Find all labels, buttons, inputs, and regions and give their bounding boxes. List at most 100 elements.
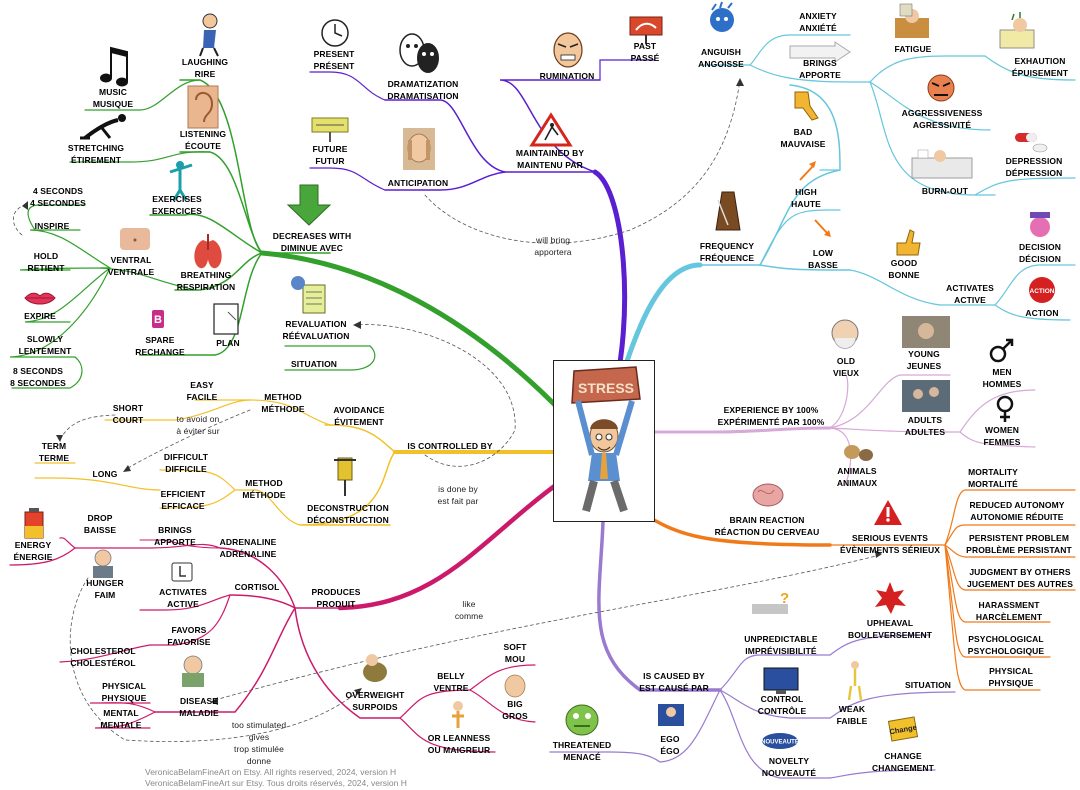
aggressive-face-icon <box>927 74 955 102</box>
novelty-badge-icon: NOUVEAUTÉ <box>761 733 799 749</box>
branch-decreases <box>9 79 558 408</box>
sick-person-icon <box>182 655 204 687</box>
metronome-icon <box>715 191 741 231</box>
touch-hand-icon <box>171 562 193 582</box>
svg-text:NOUVEAUTÉ: NOUVEAUTÉ <box>761 738 799 746</box>
future-sign-icon <box>311 117 349 142</box>
male-symbol-icon <box>989 338 1014 363</box>
laughing-man-icon <box>199 13 219 57</box>
past-sign-icon <box>629 16 663 44</box>
theater-masks-icon <box>399 33 439 73</box>
hungry-man-icon <box>93 549 113 578</box>
branch-experience <box>653 374 1036 486</box>
branch-serious <box>643 489 1076 691</box>
weak-person-icon <box>847 661 863 701</box>
upheaval-burst-icon <box>875 582 906 614</box>
stress-center-image: STRESS <box>553 360 655 522</box>
jackhammer-icon <box>334 457 356 496</box>
dashed-links <box>12 79 881 742</box>
monitor-icon <box>763 667 799 694</box>
branch-controlled <box>34 399 555 526</box>
node-situation-top: SITUATION <box>290 359 338 369</box>
node-experience: EXPERIENCE BY 100%EXPÉRIMENTÉ PAR 100% <box>717 405 825 427</box>
decision-icon <box>1030 212 1050 237</box>
node-long: LONG <box>92 469 118 479</box>
thumbs-up-icon <box>896 229 921 256</box>
node-expire: EXPIRE <box>24 311 56 321</box>
brings-arrow-icon <box>789 41 851 63</box>
exhausted-person-icon <box>999 12 1035 49</box>
node-anticipation: ANTICIPATION <box>387 178 449 188</box>
stretching-figure-icon <box>80 114 126 140</box>
stress-badge-text: STRESS <box>578 380 634 396</box>
question-mark-icon: ? <box>752 590 789 614</box>
anguish-head-icon <box>710 1 734 32</box>
branch-caused <box>549 520 956 779</box>
angry-man-icon <box>553 32 583 68</box>
svg-text:B: B <box>154 314 162 326</box>
node-controlled: IS CONTROLLED BY <box>407 441 493 451</box>
green-monster-icon <box>565 704 599 736</box>
man-with-sign-icon <box>291 276 326 314</box>
big-belly-icon <box>504 674 526 698</box>
svg-text:?: ? <box>780 590 789 607</box>
spare-icon: B <box>152 310 164 328</box>
node-burnout: BURN-OUT <box>921 186 969 196</box>
high-arrow-icon <box>799 161 816 181</box>
female-symbol-icon <box>996 395 1014 422</box>
burnout-desk-icon <box>911 149 973 179</box>
svg-text:ACTION: ACTION <box>1030 288 1055 295</box>
worried-person-icon <box>403 128 435 170</box>
credit-french: VeronicaBelamFineArt sur Etsy. Tous droi… <box>145 778 407 788</box>
lungs-icon <box>194 234 222 269</box>
ego-icon <box>658 704 684 726</box>
